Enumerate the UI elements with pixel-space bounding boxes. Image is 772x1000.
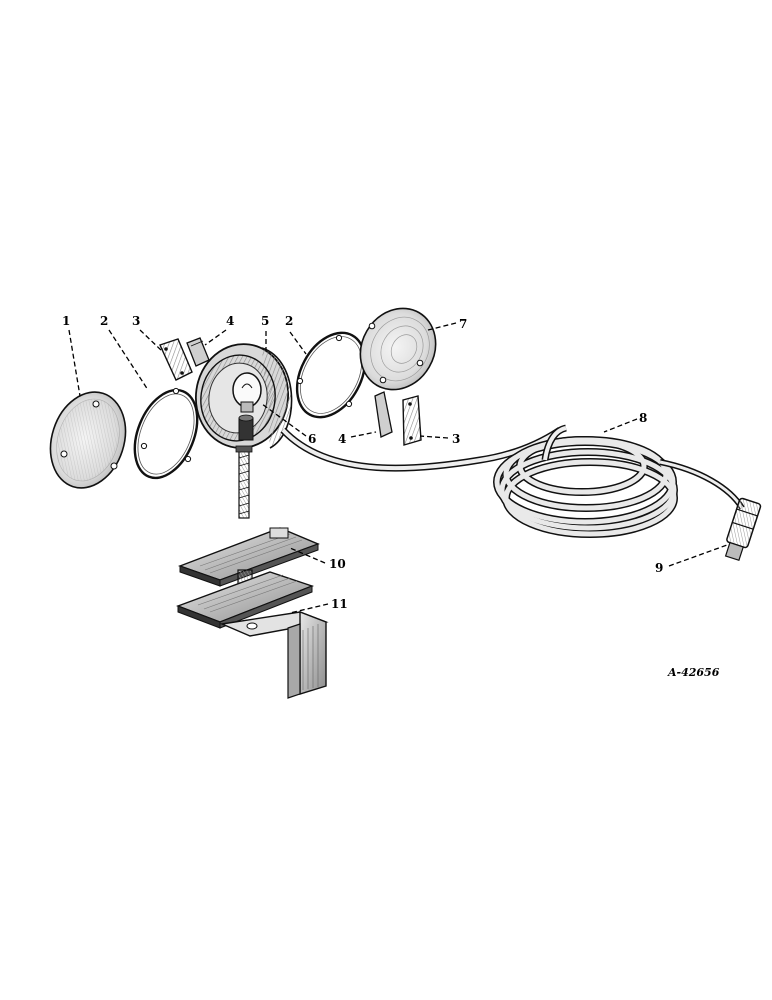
callout-labels: 1 2 3 4 5 2 7 6 4 3 8 9 10 11 — [62, 314, 663, 611]
callout-5: 5 — [261, 314, 269, 328]
gasket-ring-left-icon — [133, 387, 199, 480]
lens-left-icon — [49, 391, 127, 489]
callout-3-lower: 3 — [452, 432, 460, 446]
callout-1: 1 — [62, 314, 70, 328]
callout-2-left: 2 — [100, 314, 108, 328]
callout-9: 9 — [655, 561, 663, 575]
bracket-icon — [219, 610, 329, 699]
callout-7: 7 — [459, 317, 467, 331]
callout-8: 8 — [639, 411, 647, 425]
callout-6: 6 — [308, 432, 316, 446]
lamp-housing-icon — [194, 343, 293, 519]
clip-left-icon — [159, 338, 193, 381]
clip-lower-icon — [374, 391, 393, 438]
clip-lower-right-icon — [402, 395, 422, 446]
callout-4-lower: 4 — [338, 432, 346, 446]
callout-3-upper: 3 — [132, 314, 140, 328]
mounting-plates-icon — [176, 527, 320, 629]
clip-upper-icon — [186, 337, 210, 367]
callout-11: 11 — [331, 597, 348, 611]
thread-marks — [238, 454, 250, 515]
callout-2-right: 2 — [285, 314, 293, 328]
connector-plug-icon — [724, 497, 762, 562]
lens-right-icon — [359, 307, 437, 391]
gasket-ring-right-icon — [295, 331, 367, 419]
callout-4-upper: 4 — [226, 314, 234, 328]
leader-lines — [68, 322, 728, 614]
bulb-icon — [232, 372, 262, 413]
figure-reference-number: A-42656 — [667, 666, 720, 679]
cable-coil-icon — [280, 424, 745, 538]
callout-10: 10 — [329, 557, 346, 571]
